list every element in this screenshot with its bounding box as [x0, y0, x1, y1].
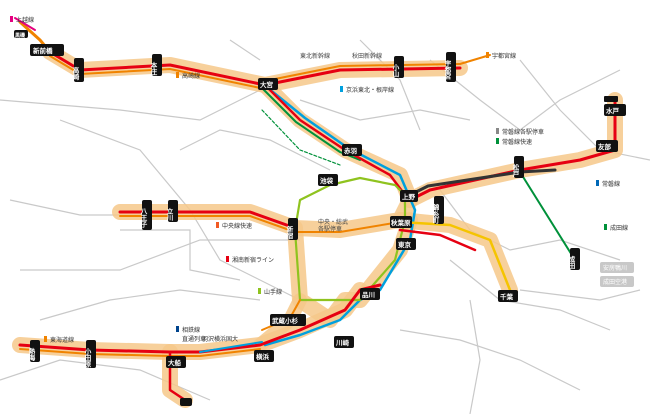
legend: 上越線 宇都宮線 高崎線 京浜東北・根岸線 常磐線各駅停車 常磐線快速 常磐線 …: [10, 16, 628, 344]
svg-text:赤羽: 赤羽: [344, 146, 358, 155]
svg-text:成田: 成田: [567, 255, 575, 270]
svg-text:新前橋: 新前橋: [33, 46, 53, 55]
svg-text:大船: 大船: [168, 358, 182, 367]
station-kuroiso[interactable]: 黒磯: [14, 30, 28, 39]
background-lines: [0, 39, 650, 414]
svg-text:山手線: 山手線: [264, 288, 282, 296]
station-atami[interactable]: 熱海: [27, 340, 40, 362]
svg-text:小田原: 小田原: [83, 347, 92, 369]
station-yokohama[interactable]: 横浜: [254, 350, 274, 362]
svg-text:羽沢横浜国大: 羽沢横浜国大: [202, 335, 238, 343]
station-mito[interactable]: 水戸: [604, 104, 626, 116]
station-chiba[interactable]: 千葉: [498, 290, 518, 302]
svg-text:東京: 東京: [398, 240, 412, 249]
svg-text:川崎: 川崎: [335, 338, 350, 347]
svg-text:熱海: 熱海: [27, 347, 35, 363]
svg-text:常磐線: 常磐線: [602, 180, 620, 188]
center-labels: 中央・総武 各駅停車: [318, 218, 348, 233]
station-akabane[interactable]: 赤羽: [342, 144, 362, 156]
station-tomobe[interactable]: 友部: [596, 140, 618, 152]
gray-stations: 安房鴨川 成田空港: [600, 262, 634, 287]
svg-text:友部: 友部: [598, 142, 612, 151]
svg-text:品川: 品川: [362, 290, 375, 299]
svg-text:錦糸町: 錦糸町: [431, 203, 439, 225]
svg-text:立川: 立川: [165, 207, 174, 222]
station-ikebukuro[interactable]: 池袋: [318, 174, 338, 186]
station-omiya[interactable]: 大宮: [258, 78, 278, 90]
stations: 新前橋 高崎 本庄 小山 宇都宮 大宮 赤羽 池袋: [14, 30, 626, 406]
svg-text:宇都宮: 宇都宮: [443, 59, 452, 81]
svg-text:中央・総武: 中央・総武: [318, 218, 348, 226]
svg-text:各駅停車: 各駅停車: [318, 225, 342, 233]
svg-text:池袋: 池袋: [320, 176, 334, 185]
station-zushi[interactable]: [180, 398, 192, 406]
svg-text:直通列車: 直通列車: [182, 335, 206, 343]
station-ofuna[interactable]: 大船: [166, 356, 186, 368]
svg-text:水戸: 水戸: [606, 106, 620, 115]
station-tachikawa[interactable]: 立川: [165, 200, 178, 222]
svg-text:宇都宮線: 宇都宮線: [492, 52, 516, 60]
svg-text:新宿: 新宿: [285, 225, 293, 241]
station-matsudo[interactable]: 松戸: [511, 156, 524, 178]
station-ueno[interactable]: 上野: [400, 190, 418, 202]
station-honjo[interactable]: 本庄: [149, 54, 162, 76]
svg-text:東北新幹線: 東北新幹線: [300, 52, 330, 60]
svg-text:小山: 小山: [391, 63, 400, 79]
station-shinjuku[interactable]: 新宿: [285, 218, 298, 240]
station-shinagawa[interactable]: 品川: [360, 288, 380, 300]
svg-text:横浜: 横浜: [256, 352, 270, 361]
svg-text:東海道線: 東海道線: [50, 336, 74, 344]
svg-text:大宮: 大宮: [260, 80, 274, 89]
station-kawasaki[interactable]: 川崎: [334, 336, 354, 348]
station-tokyo[interactable]: 東京: [396, 238, 416, 250]
station-narita[interactable]: 成田: [567, 248, 580, 270]
station-musashikosugi[interactable]: 武蔵小杉: [270, 314, 306, 326]
svg-text:八王子: 八王子: [139, 208, 148, 229]
svg-text:常磐線快速: 常磐線快速: [502, 138, 532, 146]
svg-text:湘南新宿ライン: 湘南新宿ライン: [232, 256, 274, 264]
station-shinmaebashi[interactable]: 新前橋: [30, 44, 64, 56]
svg-text:京浜東北・根岸線: 京浜東北・根岸線: [346, 86, 394, 94]
svg-text:成田線: 成田線: [610, 224, 628, 232]
station-kinshicho[interactable]: 錦糸町: [431, 196, 444, 225]
svg-text:秋葉原: 秋葉原: [391, 218, 411, 227]
svg-text:相鉄線: 相鉄線: [182, 326, 200, 334]
svg-text:高崎線: 高崎線: [182, 72, 200, 80]
station-odawara[interactable]: 小田原: [83, 340, 96, 369]
svg-text:常磐線各駅停車: 常磐線各駅停車: [502, 128, 544, 136]
svg-text:上越線: 上越線: [16, 16, 34, 24]
svg-text:上野: 上野: [402, 192, 416, 201]
svg-text:松戸: 松戸: [511, 163, 519, 179]
svg-text:中央線快速: 中央線快速: [222, 222, 252, 230]
svg-text:千葉: 千葉: [500, 292, 514, 301]
station-akihabara[interactable]: 秋葉原: [390, 216, 412, 228]
svg-text:安房鴨川: 安房鴨川: [603, 264, 627, 272]
svg-text:成田空港: 成田空港: [603, 278, 627, 286]
svg-text:黒磯: 黒磯: [15, 32, 25, 39]
svg-text:本庄: 本庄: [149, 61, 157, 77]
station-oyama[interactable]: 小山: [391, 56, 404, 78]
svg-text:高崎: 高崎: [71, 66, 79, 82]
svg-text:武蔵小杉: 武蔵小杉: [272, 316, 299, 325]
svg-text:秋田新幹線: 秋田新幹線: [352, 52, 382, 60]
station-takasaki[interactable]: 高崎: [71, 58, 84, 82]
station-utsunomiya[interactable]: 宇都宮: [443, 52, 456, 82]
station-minakami[interactable]: [604, 96, 618, 102]
station-hachioji[interactable]: 八王子: [139, 200, 152, 230]
